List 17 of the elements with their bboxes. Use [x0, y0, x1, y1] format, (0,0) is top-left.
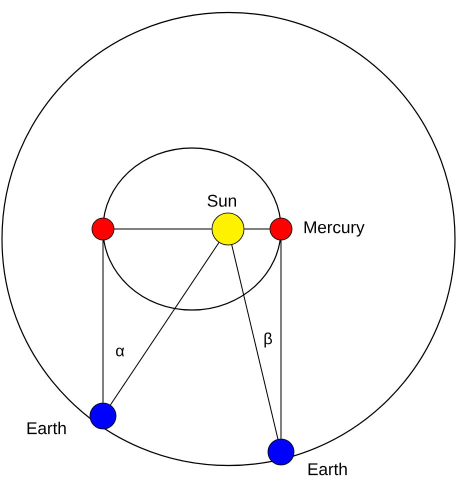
- planet-name: Earth: [28, 422, 66, 434]
- line: [102, 240, 104, 404]
- sun-dot: [212, 212, 244, 246]
- line: [114, 228, 212, 230]
- line: [110, 242, 220, 406]
- line: [231, 244, 278, 440]
- line: [244, 228, 270, 230]
- planet-dot: [92, 218, 114, 240]
- planet-name: Sun: [208, 194, 236, 207]
- planet-dot: [268, 438, 294, 466]
- planet-dot: [90, 402, 116, 430]
- angle-label: α: [116, 348, 124, 356]
- planet-dot: [270, 218, 292, 240]
- angle-label: β: [264, 332, 272, 348]
- planet-name: Mercury: [304, 221, 365, 237]
- planet-name: Earth: [308, 462, 347, 476]
- line: [280, 240, 282, 440]
